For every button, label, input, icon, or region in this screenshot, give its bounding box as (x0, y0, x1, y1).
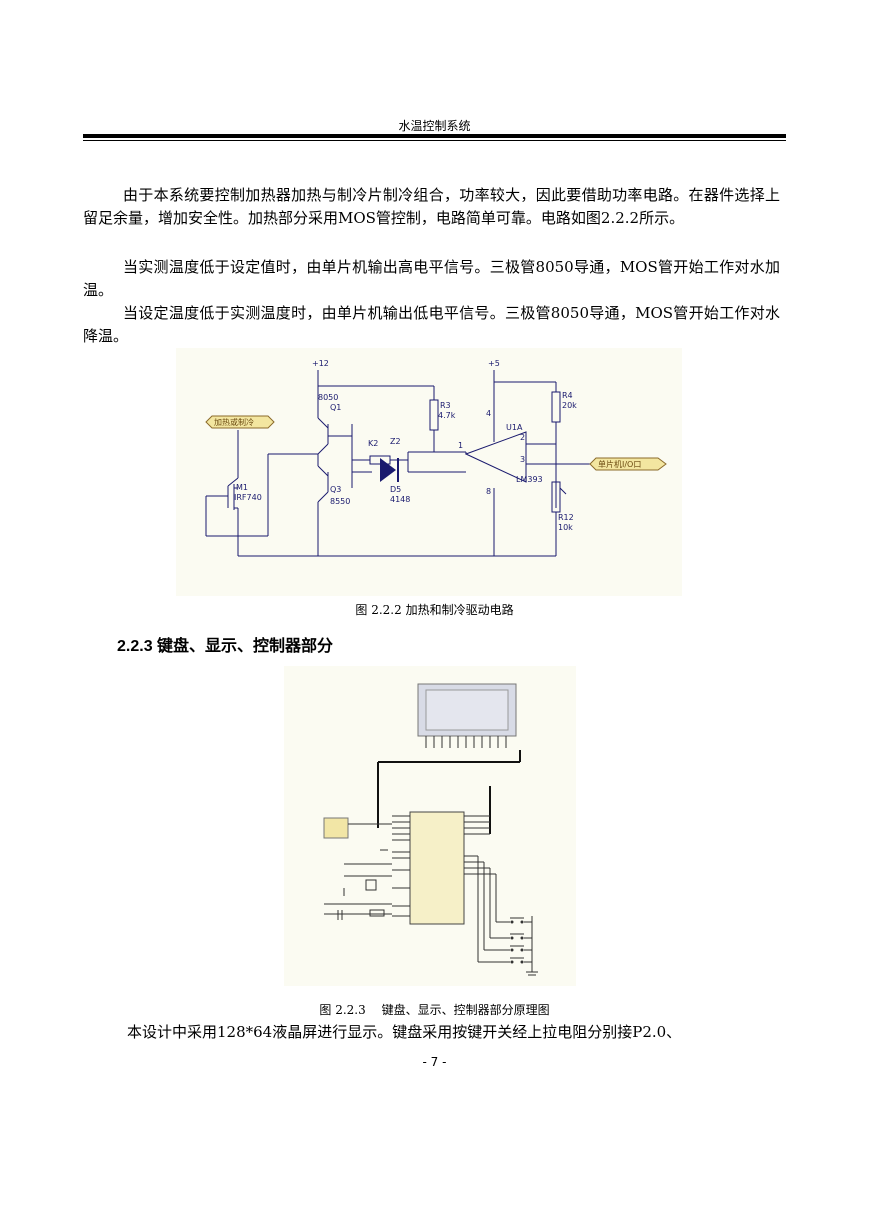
page-number: - 7 - (422, 1055, 447, 1069)
header-rule-thin (83, 140, 786, 141)
port-left (205, 415, 275, 429)
diode-d5 (380, 458, 396, 482)
label-q3-ref: Q3 (330, 485, 341, 494)
label-q3-part: 8550 (330, 497, 350, 506)
figure-driver-circuit: +12 +5 8050 Q1 R3 4.7k R4 20k U1A 4 2 3 … (176, 348, 682, 596)
label-pin8: 8 (486, 487, 491, 496)
label-pin1: 1 (458, 441, 463, 450)
label-d5-ref: D5 (390, 485, 401, 494)
label-pin3: 3 (520, 455, 525, 464)
label-q1-ref: Q1 (330, 403, 341, 412)
controller-schematic (323, 683, 538, 976)
label-r4-val: 20k (562, 401, 577, 410)
label-d5-val: 4148 (390, 495, 410, 504)
label-pin4: 4 (486, 409, 491, 418)
label-z2: Z2 (390, 437, 401, 446)
label-vcc5: +5 (488, 359, 500, 368)
body-paragraph-2: 当实测温度低于设定值时，由单片机输出高电平信号。三极管8050导通，MOS管开始… (83, 258, 780, 299)
label-m1-ref: M1 (236, 483, 248, 492)
body-paragraph-3: 当设定温度低于实测温度时，由单片机输出低电平信号。三极管8050导通，MOS管开… (83, 304, 780, 345)
label-pin2: 2 (520, 433, 525, 442)
figure-caption-2-2-2: 图 2.2.2 加热和制冷驱动电路 (355, 603, 514, 617)
label-port-left: 加热或制冷 (214, 417, 254, 427)
label-port-right: 单片机I/O口 (598, 459, 641, 469)
sensor-chip (323, 817, 349, 839)
label-k2: K2 (368, 439, 378, 448)
label-m1-part: IRF740 (234, 493, 262, 502)
body-paragraph-1: 由于本系统要控制加热器加热与制冷片制冷组合，功率较大，因此要借助功率电路。在器件… (83, 186, 780, 227)
figure-controller-schematic (284, 666, 576, 986)
section-heading: 2.2.3 键盘、显示、控制器部分 (117, 638, 334, 655)
label-r3-ref: R3 (440, 401, 451, 410)
label-r12-val: 10k (558, 523, 573, 532)
header-rule-thick (83, 134, 786, 138)
port-right (589, 457, 667, 471)
label-u1a: U1A (506, 423, 523, 432)
label-r4-ref: R4 (562, 391, 573, 400)
page-header-title: 水温控制系统 (398, 119, 471, 133)
driver-circuit-schematic: +12 +5 8050 Q1 R3 4.7k R4 20k U1A 4 2 3 … (205, 359, 667, 557)
label-r3-val: 4.7k (438, 411, 456, 420)
label-q1-part: 8050 (318, 393, 338, 402)
mcu-chip (409, 811, 465, 925)
label-vcc12: +12 (312, 359, 329, 368)
figure-caption-2-2-3: 图 2.2.3 键盘、显示、控制器部分原理图 (319, 1003, 550, 1017)
closing-paragraph: 本设计中采用128*64液晶屏进行显示。键盘采用按键开关经上拉电阻分别接P2.0… (127, 1023, 682, 1041)
label-lm393: LM393 (516, 475, 543, 484)
label-r12-ref: R12 (558, 513, 574, 522)
